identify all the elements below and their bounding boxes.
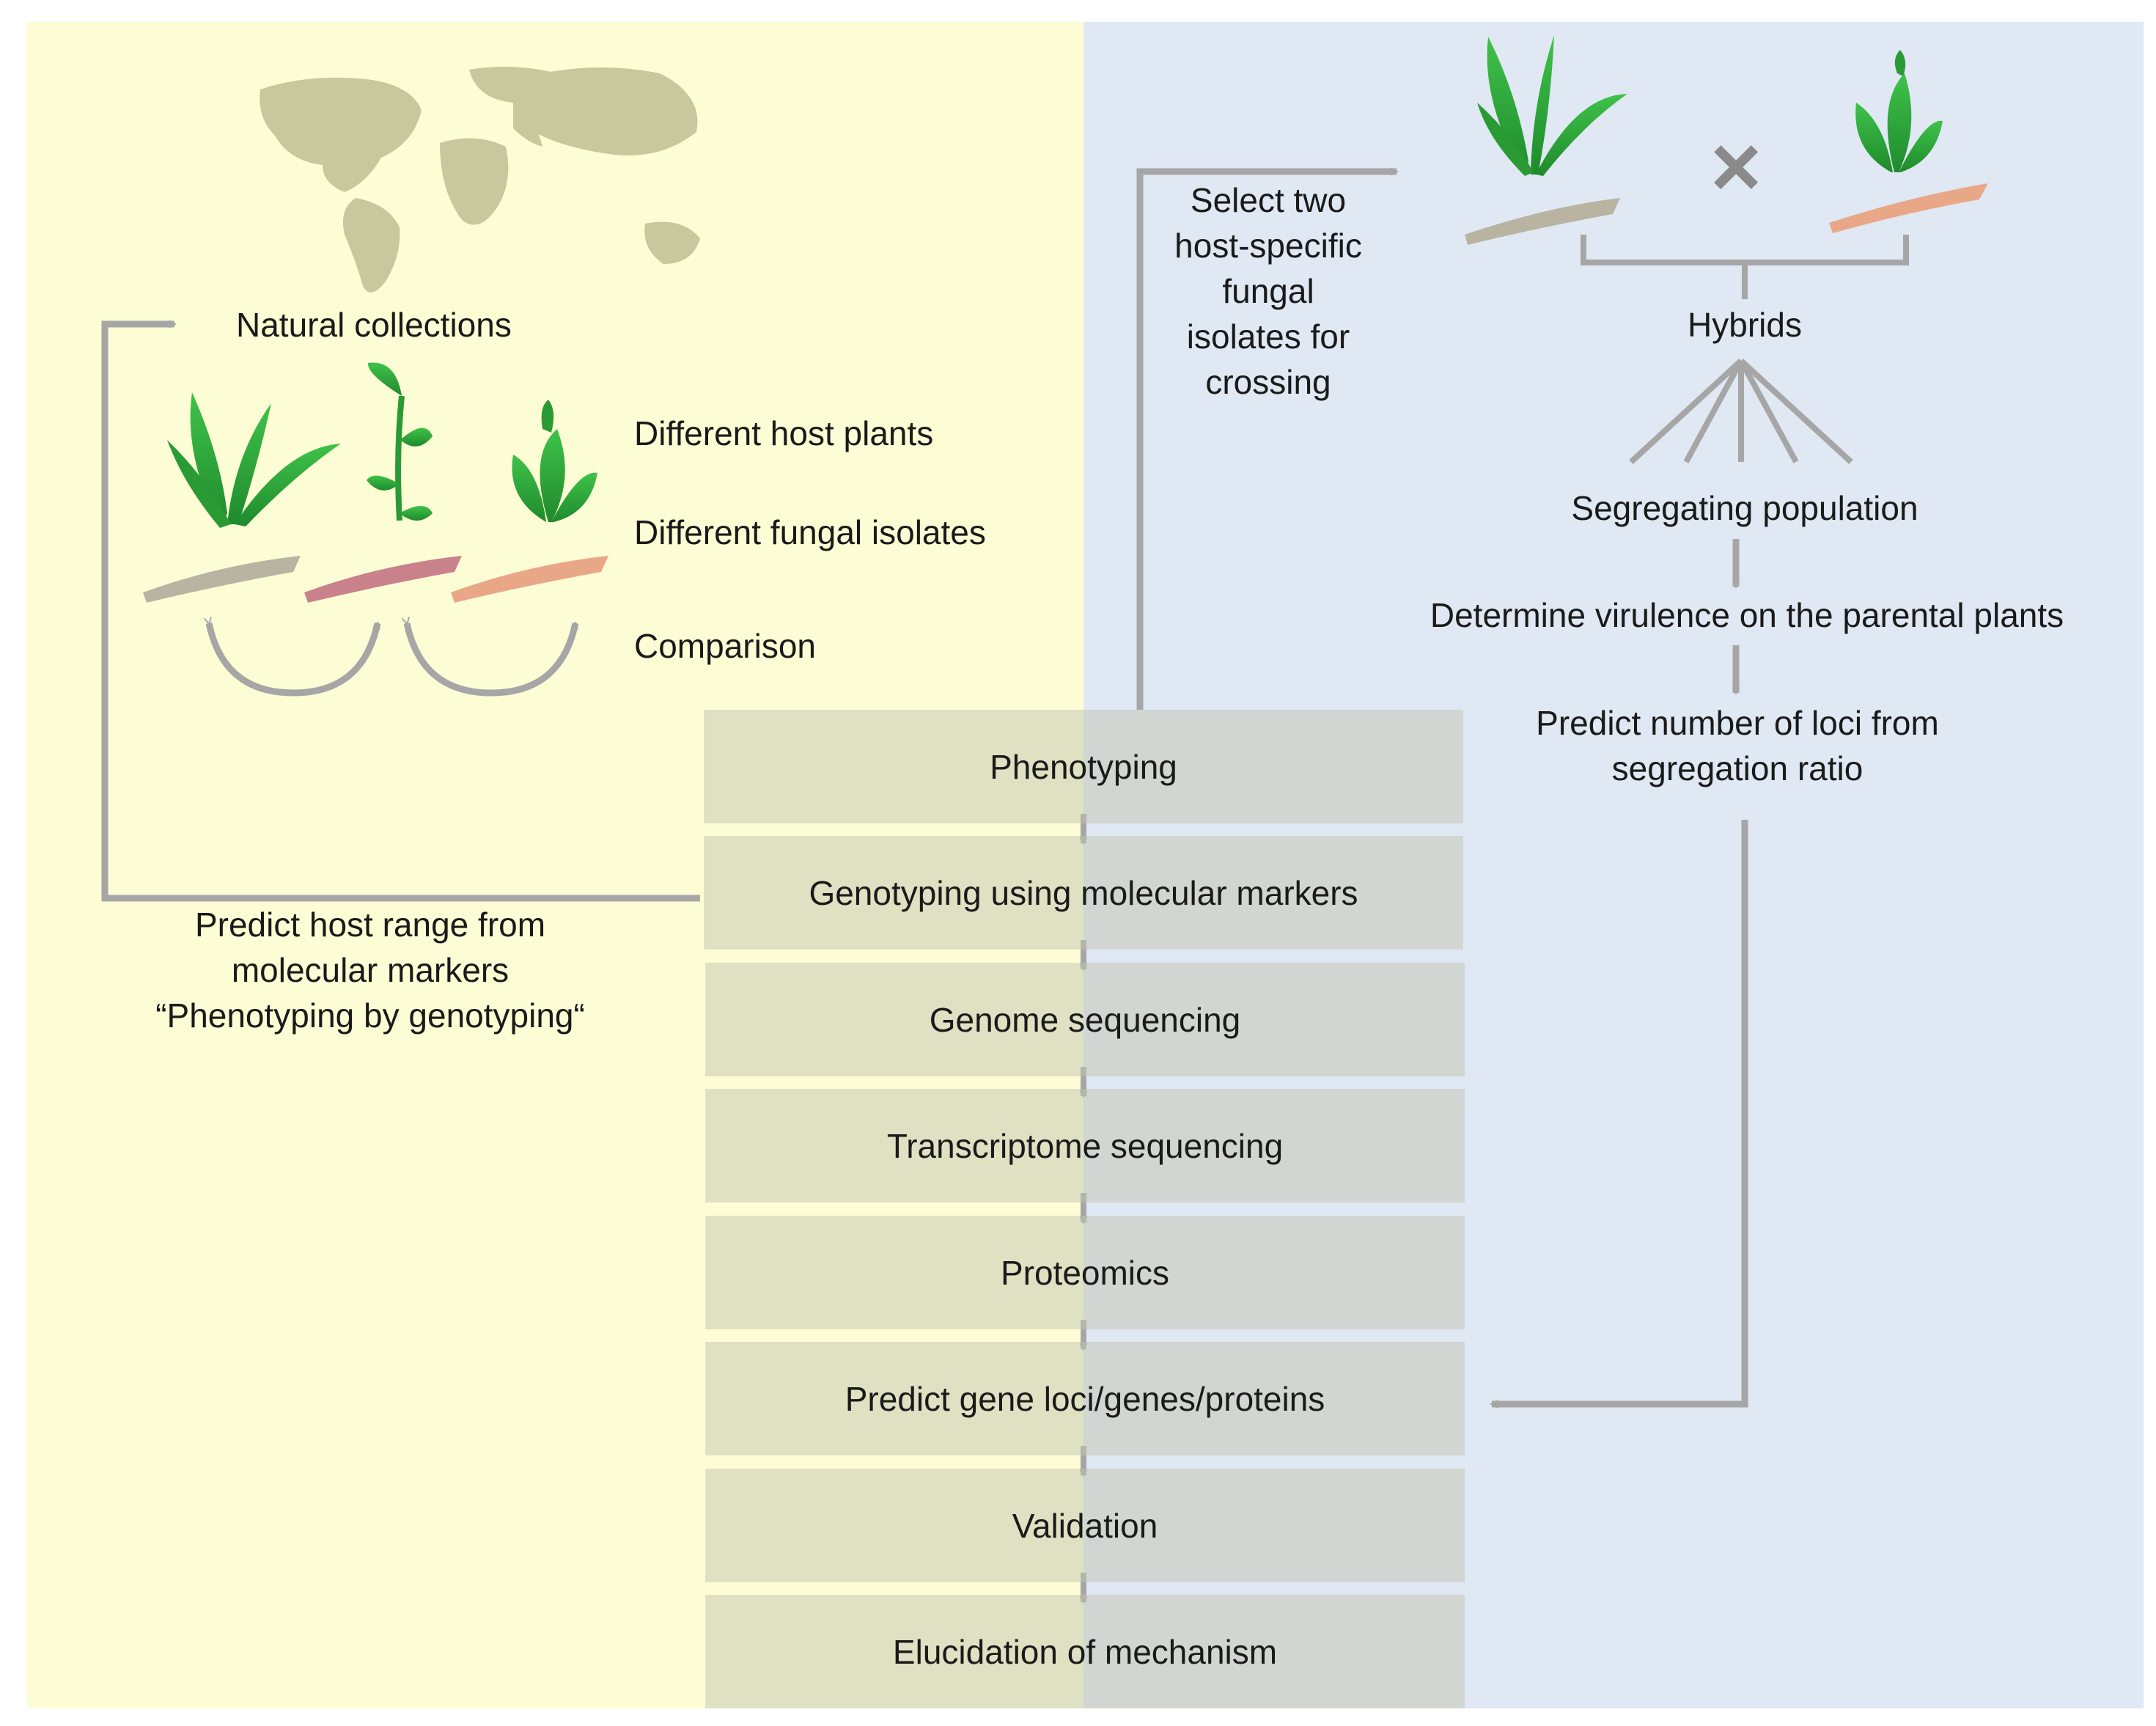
- feedback-loop-arrow: [101, 324, 700, 902]
- step-genome-sequencing: Genome sequencing: [705, 963, 1465, 1076]
- predict-host-range-label: Predict host range from molecular marker…: [73, 902, 667, 1038]
- fungal-isolate-1-icon: [143, 556, 301, 603]
- select-isolates-label: Select two host-specific fungal isolates…: [1151, 177, 1386, 405]
- different-fungal-isolates-label: Different fungal isolates: [634, 513, 986, 551]
- step-transcriptome-sequencing: Transcriptome sequencing: [705, 1089, 1465, 1202]
- predict-host-range-line-2: molecular markers: [231, 951, 509, 989]
- select-isolates-line-2: host-specific: [1174, 227, 1362, 265]
- hybrids-label: Hybrids: [1688, 306, 1802, 344]
- host-plant-3-icon: [512, 400, 597, 522]
- comparison-arrow-1: [209, 623, 381, 697]
- fungal-isolate-3-icon: [451, 556, 608, 603]
- step-genotyping: Genotyping using molecular markers: [704, 836, 1463, 950]
- select-isolates-line-1: Select two: [1190, 181, 1347, 219]
- select-isolates-arrow: [1136, 172, 1397, 710]
- step-proteomics: Proteomics: [705, 1216, 1465, 1329]
- determine-virulence-label: Determine virulence on the parental plan…: [1430, 596, 2064, 634]
- select-isolates-line-3: fungal: [1222, 272, 1314, 310]
- predict-loci-line-2: segregation ratio: [1611, 749, 1863, 787]
- predict-host-range-line-1: Predict host range from: [194, 906, 546, 944]
- comparison-label: Comparison: [634, 627, 816, 665]
- return-to-gene-loci-arrow: [1492, 820, 1748, 1404]
- natural-collections-label: Natural collections: [236, 306, 512, 344]
- segregating-population-label: Segregating population: [1571, 489, 1918, 527]
- predict-host-range-line-3: “Phenotyping by genotyping“: [155, 996, 585, 1035]
- host-plant-1-icon: [167, 392, 341, 528]
- select-isolates-line-5: crossing: [1205, 363, 1331, 401]
- cross-symbol: ×: [1710, 117, 1762, 216]
- select-isolates-line-4: isolates for: [1186, 317, 1350, 356]
- comparison-arrow-2: [407, 623, 579, 697]
- different-host-plants-label: Different host plants: [634, 414, 934, 452]
- host-plant-2-icon: [367, 362, 433, 521]
- step-predict-gene-loci: Predict gene loci/genes/proteins: [705, 1342, 1465, 1455]
- hybrids-bracket: [1581, 235, 1909, 299]
- segregating-population-fan: [1629, 359, 1853, 464]
- parent-isolate-2-icon: [1829, 183, 1988, 233]
- step-validation: Validation: [705, 1469, 1465, 1582]
- predict-loci-label: Predict number of loci from segregation …: [1466, 700, 2009, 791]
- step-elucidation: Elucidation of mechanism: [705, 1595, 1465, 1708]
- step-phenotyping: Phenotyping: [704, 710, 1463, 823]
- parent-plant-1-icon: [1477, 35, 1627, 176]
- fungal-isolate-2-icon: [304, 556, 462, 603]
- predict-loci-line-1: Predict number of loci from: [1536, 704, 1939, 742]
- world-map-icon: [260, 67, 700, 293]
- parent-plant-2-icon: [1855, 50, 1943, 172]
- parent-isolate-1-icon: [1465, 198, 1620, 245]
